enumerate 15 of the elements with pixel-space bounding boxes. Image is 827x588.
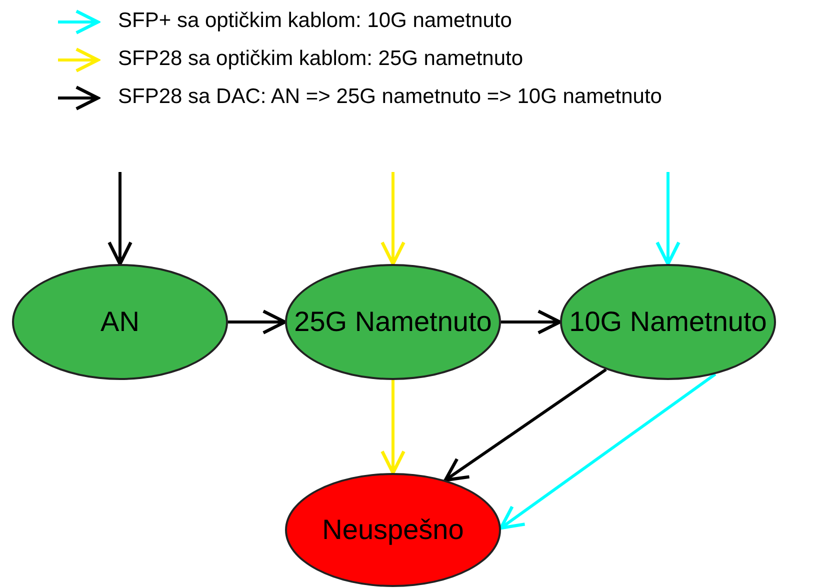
arrow [444, 368, 607, 482]
legend-label: SFP28 sa DAC: AN => 25G nametnuto => 10G nametnuto [118, 85, 662, 109]
node-label: Neuspešno [322, 514, 464, 546]
arrow [656, 172, 680, 266]
arrow [108, 172, 132, 266]
arrow [499, 372, 716, 530]
arrow [228, 310, 287, 334]
arrow [501, 310, 562, 334]
arrow [380, 380, 406, 475]
legend-label: SFP+ sa optičkim kablom: 10G nametnuto [118, 9, 512, 33]
node-label: 10G Nametnuto [569, 306, 767, 338]
arrow [380, 172, 406, 266]
node-label: 25G Nametnuto [294, 306, 492, 338]
legend-label: SFP28 sa optičkim kablom: 25G nametnuto [118, 47, 524, 71]
node-label: AN [100, 306, 140, 338]
